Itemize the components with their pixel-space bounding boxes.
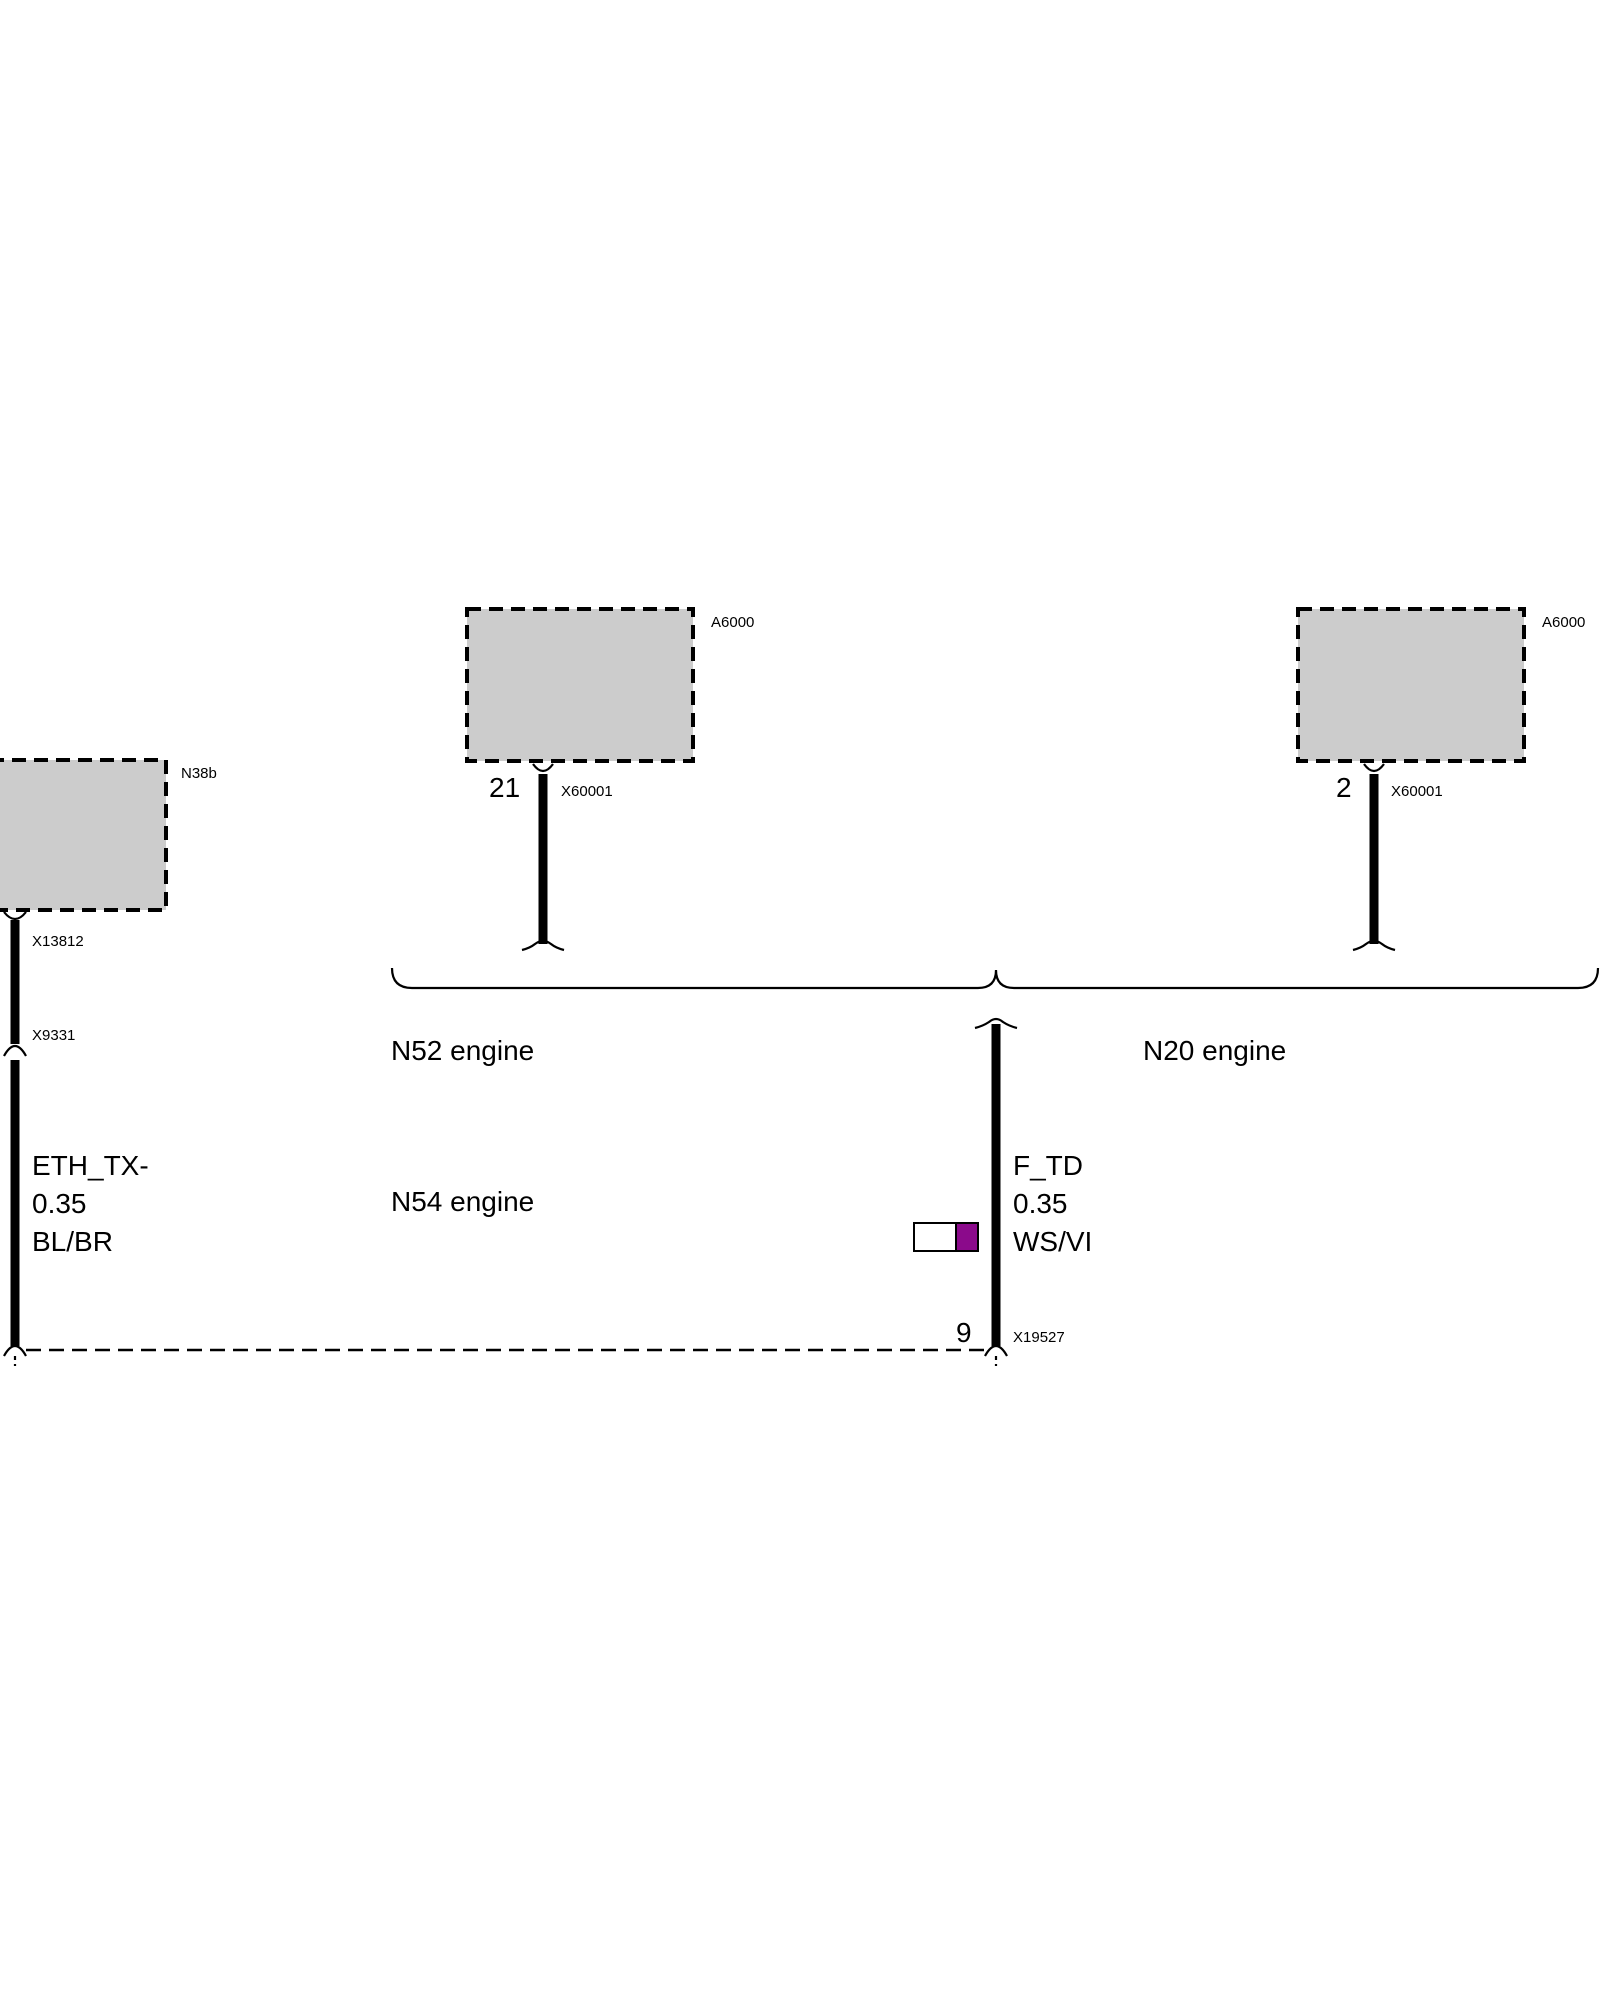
wire-left-signal: ETH_TX- xyxy=(32,1150,149,1181)
connector-bottom-left-symbol xyxy=(3,1344,27,1357)
component-a6000-left-label: A6000 xyxy=(711,614,754,631)
connector-x60001-left-symbol xyxy=(532,763,554,773)
pin-9-label: 9 xyxy=(956,1317,972,1348)
wire-left-color: BL/BR xyxy=(32,1226,113,1257)
wire-right-signal: F_TD xyxy=(1013,1150,1083,1181)
connector-x60001-right-label: X60001 xyxy=(1391,783,1443,800)
wire-color-swatch-violet xyxy=(955,1222,979,1252)
wire-right-gauge: 0.35 xyxy=(1013,1188,1068,1219)
connector-x13812-symbol xyxy=(3,911,27,921)
connector-x60001-left-label: X60001 xyxy=(561,783,613,800)
connector-x9331-symbol xyxy=(3,1044,27,1057)
connector-x60001-right-symbol xyxy=(1363,763,1385,773)
variant-n52-label: N52 engine xyxy=(391,1035,534,1066)
variant-n20-label: N20 engine xyxy=(1143,1035,1286,1066)
pin-2-label: 2 xyxy=(1336,772,1352,803)
connector-x19527-symbol xyxy=(984,1344,1008,1357)
connector-x9331-label: X9331 xyxy=(32,1027,75,1044)
connector-x19527-label: X19527 xyxy=(1013,1329,1065,1346)
component-a6000-left-box[interactable] xyxy=(465,607,695,763)
component-n38b-box[interactable] xyxy=(0,758,168,912)
component-a6000-right-box[interactable] xyxy=(1296,607,1526,763)
connector-x13812-label: X13812 xyxy=(32,933,84,950)
wire-left-gauge: 0.35 xyxy=(32,1188,87,1219)
component-n38b-label: N38b xyxy=(181,765,217,782)
wire-break-a6000-left xyxy=(521,939,565,952)
wire-break-a6000-right xyxy=(1352,939,1396,952)
variant-brace xyxy=(390,967,1600,990)
pin-21-label: 21 xyxy=(489,772,520,803)
wire-break-brace xyxy=(974,1017,1018,1030)
component-a6000-right-label: A6000 xyxy=(1542,614,1585,631)
wire-right-color: WS/VI xyxy=(1013,1226,1092,1257)
variant-n54-label: N54 engine xyxy=(391,1186,534,1217)
wire-color-swatch-white xyxy=(913,1222,957,1252)
